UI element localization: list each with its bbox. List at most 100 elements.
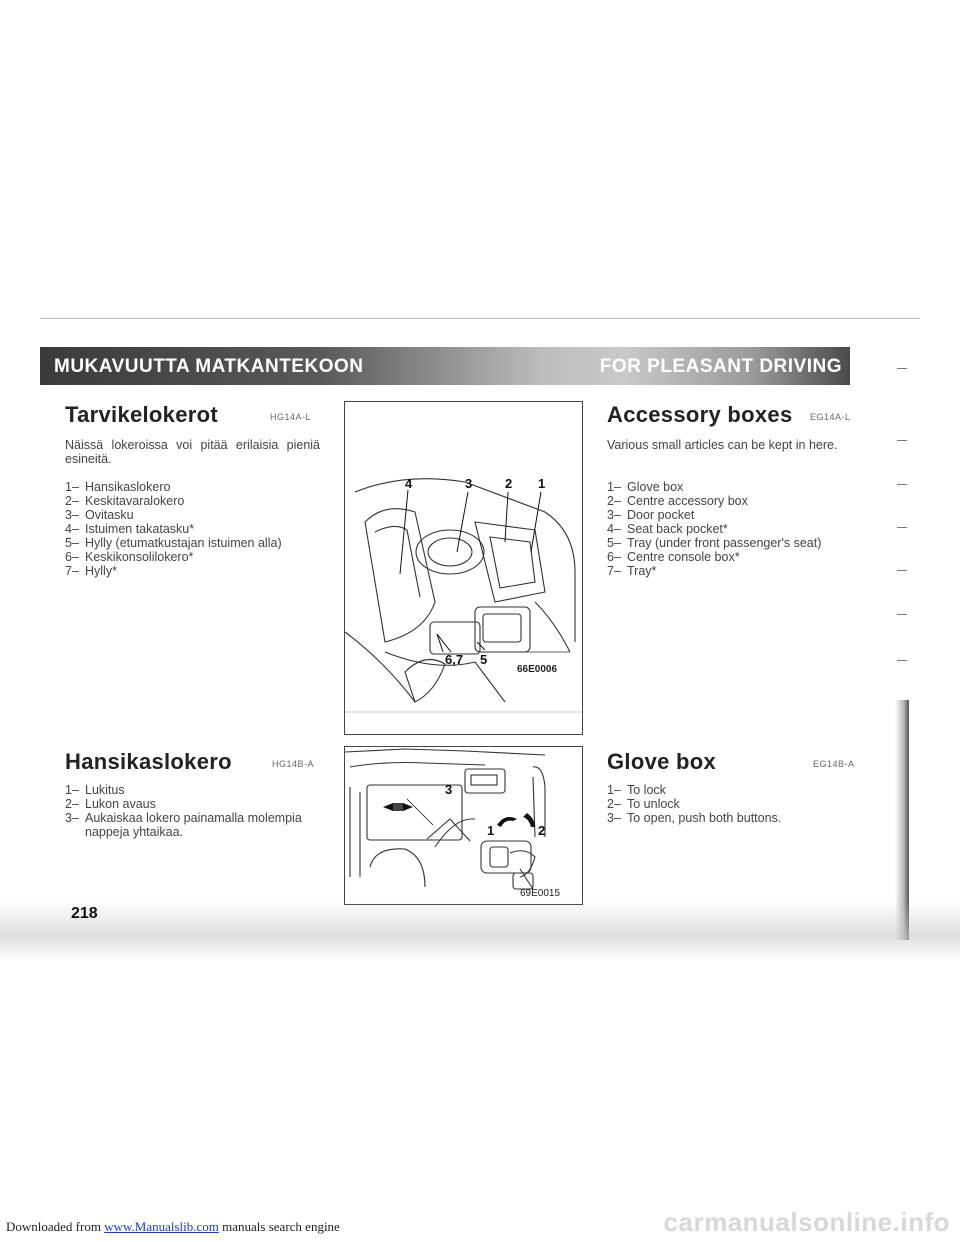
en-section1-title: Accessory boxes: [607, 402, 793, 427]
list-item-text: Keskikonsolilokero*: [85, 550, 194, 564]
banner-right-title: FOR PLEASANT DRIVING: [599, 356, 842, 377]
margin-mark: [897, 368, 907, 369]
figure1-callout-6-7: 6,7: [445, 652, 463, 667]
figure2-callout-3: 3: [445, 782, 452, 797]
list-item: 5– Tray (under front passenger's seat): [607, 536, 857, 550]
list-item-text: To open, push both buttons.: [627, 811, 782, 825]
margin-mark: [897, 440, 907, 441]
page-number: 218: [71, 905, 98, 922]
margin-mark: [897, 527, 907, 528]
list-item: 5– Hylly (etumatkustajan istuimen alla): [65, 536, 320, 550]
scan-shadow: [0, 900, 960, 960]
fi-section2-list: 1– Lukitus 2– Lukon avaus 3– Aukaiskaa lokero…: [65, 783, 320, 839]
list-item-text: Ovitasku: [85, 508, 134, 522]
figure2-callout-2: 2: [538, 823, 545, 838]
list-item-number: 3–: [65, 811, 79, 825]
list-item: 3– Door pocket: [607, 508, 857, 522]
list-item: 2– Keskitavaralokero: [65, 494, 320, 508]
list-item-number: 7–: [65, 564, 79, 578]
list-item-text: Door pocket: [627, 508, 695, 522]
list-item-text: Keskitavaralokero: [85, 494, 185, 508]
list-item-text: Centre accessory box: [627, 494, 748, 508]
list-item-number: 3–: [607, 811, 621, 825]
list-item-text: Hylly*: [85, 564, 117, 578]
list-item: 1– Lukitus: [65, 783, 320, 797]
page-edge-shadow: [895, 700, 909, 940]
list-item-number: 6–: [607, 550, 621, 564]
en-section2-title: Glove box: [607, 749, 717, 774]
list-item-text: Tray*: [627, 564, 657, 578]
footer-text: Downloaded from www.Manualslib.com manua…: [6, 1219, 340, 1235]
list-item-number: 1–: [65, 480, 79, 494]
figure1-callout-4: 4: [405, 476, 413, 491]
list-item-text: Hylly (etumatkustajan istuimen alla): [85, 536, 282, 550]
list-item-number: 2–: [65, 494, 79, 508]
figure2-code: 69E0015: [520, 888, 561, 899]
figure-accessory-boxes: 4 3 2 1 6,7 5 66E0006: [344, 401, 583, 735]
list-item-number: 2–: [607, 494, 621, 508]
section-banner: MUKAVUUTTA MATKANTEKOON FOR PLEASANT DRI…: [40, 347, 850, 385]
list-item-number: 3–: [65, 508, 79, 522]
margin-mark: [897, 660, 907, 661]
list-item-text: Seat back pocket*: [627, 522, 728, 536]
footer-prefix: Downloaded from: [6, 1219, 101, 1234]
list-item: 3– Ovitasku: [65, 508, 320, 522]
figure-glove-box: 3 1 2 69E0015: [344, 746, 583, 905]
list-item-text: Aukaiskaa lokero painamalla molempia nap…: [85, 811, 302, 839]
list-item-text: Tray (under front passenger's seat): [627, 536, 822, 550]
interior-illustration: 4 3 2 1 6,7 5: [345, 476, 582, 713]
margin-mark: [897, 484, 907, 485]
figure1-code: 66E0006: [517, 664, 558, 675]
figure1-callout-1: 1: [538, 476, 545, 491]
list-item: 2– Lukon avaus: [65, 797, 320, 811]
banner-left-title: MUKAVUUTTA MATKANTEKOON: [54, 356, 364, 377]
list-item-number: 7–: [607, 564, 621, 578]
list-item-text: Centre console box*: [627, 550, 740, 564]
download-footer: Downloaded from www.Manualslib.com manua…: [0, 1207, 960, 1242]
margin-mark: [897, 614, 907, 615]
list-item-text: Lukon avaus: [85, 797, 156, 811]
figure1-callout-3: 3: [465, 476, 472, 491]
list-item-number: 2–: [65, 797, 79, 811]
en-section1-code: EG14A-L: [810, 412, 851, 422]
en-section2-code: EG14B-A: [813, 759, 855, 769]
list-item-number: 4–: [65, 522, 79, 536]
list-item: 7– Tray*: [607, 564, 857, 578]
fi-section1-title: Tarvikelokerot: [65, 402, 218, 427]
list-item-text: Glove box: [627, 480, 684, 494]
en-section1-intro: Various small articles can be kept in he…: [607, 438, 838, 452]
list-item: 1–To lock: [607, 783, 857, 797]
list-item-number: 5–: [607, 536, 621, 550]
list-item-number: 1–: [607, 783, 621, 797]
list-item-number: 1–: [65, 783, 79, 797]
list-item: 2– To unlock: [607, 797, 857, 811]
list-item-text: To unlock: [627, 797, 680, 811]
list-item-number: 2–: [607, 797, 621, 811]
list-item-number: 6–: [65, 550, 79, 564]
list-item-text: Lukitus: [85, 783, 125, 797]
figure2-callout-1: 1: [487, 823, 494, 838]
list-item-number: 4–: [607, 522, 621, 536]
manualslib-link[interactable]: www.Manualslib.com: [104, 1219, 219, 1234]
list-item: 4– Seat back pocket*: [607, 522, 857, 536]
top-divider-line: [40, 318, 920, 319]
fi-section1-code: HG14A-L: [270, 412, 312, 422]
list-item: 3– To open, push both buttons.: [607, 811, 857, 825]
watermark: carmanualsonline.info: [663, 1207, 950, 1237]
list-item-number: 5–: [65, 536, 79, 550]
list-item: 6– Keskikonsolilokero*: [65, 550, 320, 564]
fi-section2-title: Hansikaslokero: [65, 749, 232, 774]
figure1-callout-5: 5: [480, 652, 487, 667]
list-item: 3– Aukaiskaa lokero painamalla molempia n…: [65, 811, 320, 839]
list-item: 2– Centre accessory box: [607, 494, 857, 508]
list-item-number: 1–: [607, 480, 621, 494]
list-item-number: 3–: [607, 508, 621, 522]
figure1-callout-2: 2: [505, 476, 512, 491]
en-section1-list: 1– Glove box 2– Centre accessory box 3– Door …: [607, 480, 857, 578]
footer-suffix: manuals search engine: [222, 1219, 340, 1234]
list-item: 7– Hylly*: [65, 564, 320, 578]
margin-mark: [897, 570, 907, 571]
list-item: 6– Centre console box*: [607, 550, 857, 564]
